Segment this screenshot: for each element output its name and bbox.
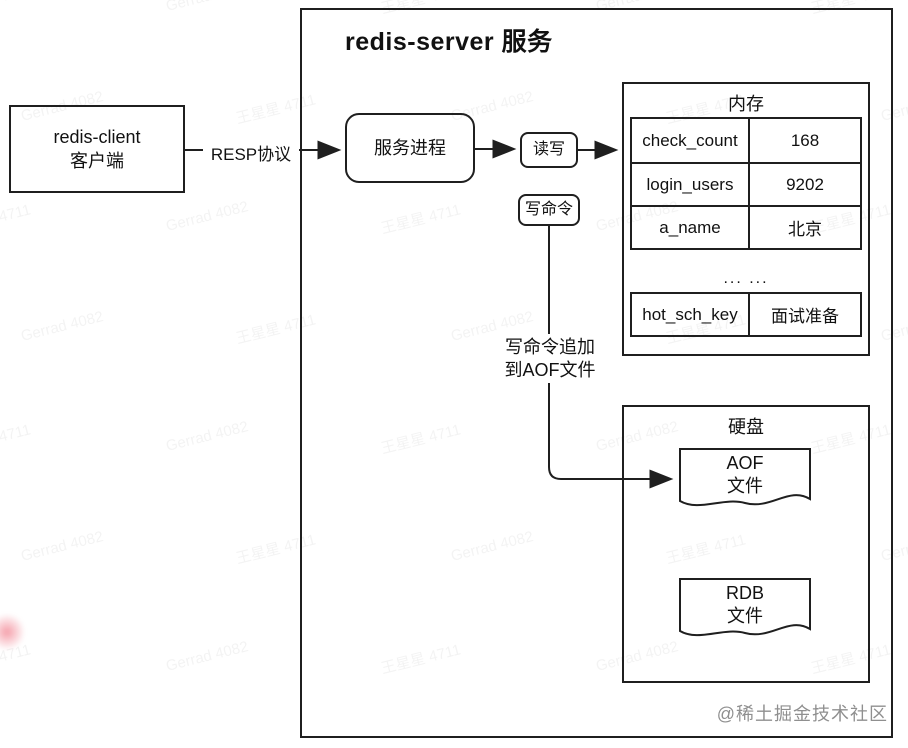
- table-row: login_users 9202: [632, 162, 860, 205]
- row-value: 168: [790, 130, 820, 150]
- row-value: 北京: [788, 220, 822, 239]
- append-aof-label-line2: 到AOF文件: [504, 359, 596, 380]
- table-row: hot_sch_key 面试准备: [632, 294, 860, 335]
- write-command-node: 写命令: [518, 194, 580, 226]
- background-watermark-text: 王星星 4711: [0, 421, 33, 457]
- write-command-label: 写命令: [524, 201, 573, 219]
- background-watermark-text: Gerrad 4082: [164, 638, 251, 675]
- memory-hot-key-table: hot_sch_key 面试准备: [630, 292, 862, 337]
- redis-server-title: redis-server 服务: [345, 28, 553, 56]
- memory-box: 内存 check_count 168 login_users 9202 a_na…: [622, 82, 870, 356]
- pink-smudge: [0, 612, 24, 652]
- juejin-credit-watermark: @稀土掘金技术社区: [716, 704, 888, 724]
- background-watermark-text: Gerrad 4082: [19, 308, 106, 345]
- rdb-label-line1: RDB: [725, 583, 764, 603]
- row-key: hot_sch_key: [632, 294, 750, 335]
- read-write-node: 读写: [520, 132, 578, 168]
- disk-title: 硬盘: [728, 417, 764, 437]
- client-label-line1: redis-client: [53, 126, 141, 147]
- redis-server-box: [300, 8, 893, 738]
- aof-label-line2: 文件: [727, 476, 763, 497]
- read-write-label: 读写: [532, 141, 565, 159]
- row-value: 面试准备: [771, 307, 839, 326]
- document-outline-icon: [679, 578, 811, 637]
- background-watermark-text: Gerrad 4082: [19, 528, 106, 565]
- ellipsis-text: ... ...: [723, 270, 769, 287]
- resp-protocol-label: RESP协议: [203, 139, 299, 166]
- rdb-label-line2: 文件: [727, 606, 763, 627]
- append-aof-label: 写命令追加 到AOF文件: [500, 334, 600, 383]
- memory-title: 内存: [728, 94, 764, 114]
- background-watermark-text: Gerrad 4082: [164, 0, 250, 15]
- document-outline-icon: [679, 448, 811, 507]
- row-key: a_name: [632, 207, 750, 248]
- append-aof-label-line1: 写命令追加: [505, 337, 595, 357]
- table-row: check_count 168: [632, 119, 860, 162]
- rdb-file-label: RDB 文件: [679, 582, 811, 629]
- aof-file-label: AOF 文件: [679, 452, 811, 499]
- table-row: a_name 北京: [632, 205, 860, 248]
- disk-box: 硬盘: [622, 405, 870, 683]
- aof-label-line1: AOF: [726, 453, 764, 473]
- server-process-label: 服务进程: [374, 137, 446, 158]
- memory-table: check_count 168 login_users 9202 a_name …: [630, 117, 862, 250]
- row-value: 9202: [786, 174, 824, 194]
- rdb-file-shape: RDB 文件: [679, 578, 811, 644]
- row-key: check_count: [632, 119, 750, 162]
- server-process-node: 服务进程: [345, 113, 475, 183]
- background-watermark-text: 王星星 4711: [0, 201, 33, 237]
- redis-client-box: redis-client 客户端: [9, 105, 185, 193]
- row-key: login_users: [632, 164, 750, 205]
- background-watermark-text: Gerrad 4082: [164, 198, 251, 235]
- background-watermark-text: Gerrad 4082: [164, 418, 251, 455]
- background-watermark-text: 王星星 4711: [0, 0, 33, 19]
- aof-file-shape: AOF 文件: [679, 448, 811, 514]
- client-label-line2: 客户端: [70, 151, 124, 171]
